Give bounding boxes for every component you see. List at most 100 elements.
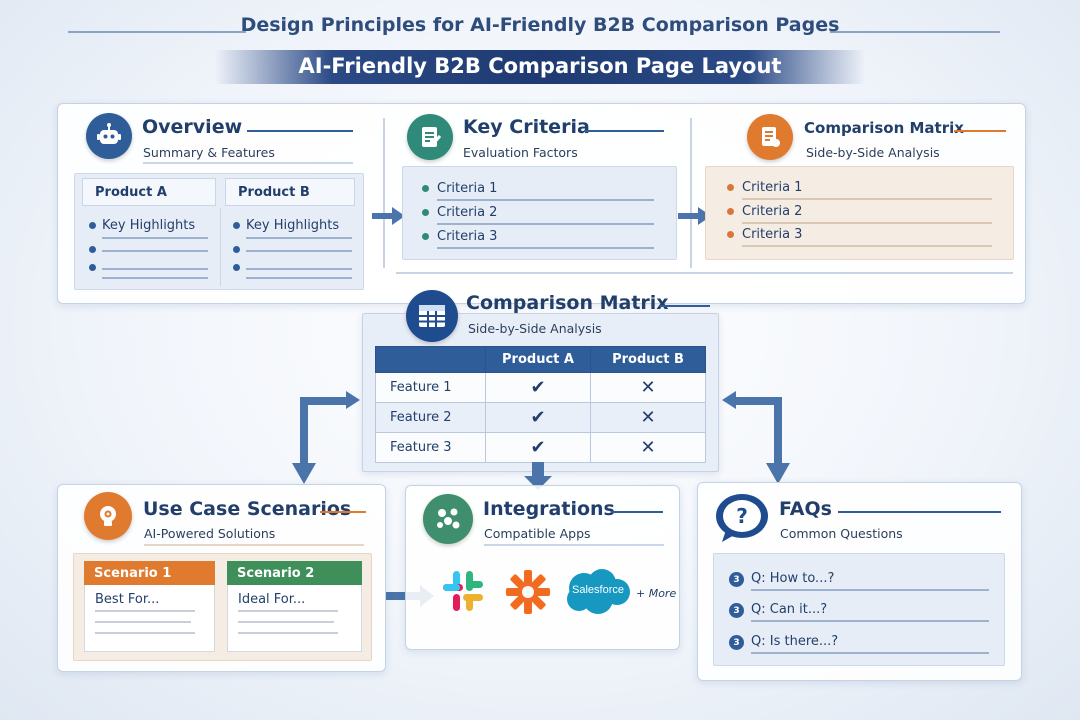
bullet-dot — [233, 246, 240, 253]
matrix-criteria-item: Criteria 2 — [742, 204, 803, 219]
subtitle-banner — [215, 50, 865, 84]
matrix-col-product-b: Product B — [590, 346, 706, 373]
criteria-item: Criteria 3 — [437, 229, 498, 244]
lightbulb-icon — [84, 492, 132, 540]
faq-question[interactable]: Q: Is there...? — [751, 634, 839, 649]
title-underline — [584, 130, 664, 132]
subtitle-underline — [144, 544, 364, 546]
bullet-dot — [89, 264, 96, 271]
page-title: Design Principles for AI-Friendly B2B Co… — [240, 14, 840, 36]
text-line — [102, 237, 208, 239]
table-icon — [406, 290, 458, 342]
criteria-item: Criteria 1 — [437, 181, 498, 196]
page-subtitle: AI-Friendly B2B Comparison Page Layout — [298, 54, 782, 78]
integrations-subtitle: Compatible Apps — [484, 526, 591, 541]
feature-label: Feature 3 — [375, 432, 486, 463]
scenario-1-header: Scenario 1 — [84, 561, 215, 585]
text-line — [437, 199, 654, 201]
title-underline — [954, 130, 1006, 132]
top-matrix-subtitle: Side-by-Side Analysis — [806, 145, 940, 160]
bullet-dot — [233, 264, 240, 271]
title-underline — [247, 130, 353, 132]
use-cases-title: Use Case Scenarios — [143, 498, 352, 520]
text-line — [95, 610, 195, 612]
title-underline — [838, 511, 1001, 513]
text-line — [751, 620, 989, 622]
text-line — [751, 652, 989, 654]
arrow-down-connector — [524, 462, 552, 490]
divider — [383, 118, 385, 268]
faqs-title: FAQs — [779, 498, 832, 520]
zapier-logo-icon — [506, 570, 550, 614]
divider-line — [396, 272, 1013, 274]
text-line — [437, 247, 654, 249]
key-criteria-subtitle: Evaluation Factors — [463, 145, 578, 160]
matrix-criteria-box — [705, 166, 1014, 260]
faq-question[interactable]: Q: How to...? — [751, 571, 835, 586]
comparison-matrix-table: Product A Product B Feature 1 ✔ ✕ Featur… — [375, 346, 706, 463]
criteria-item: Criteria 2 — [437, 205, 498, 220]
arrow-right-icon — [678, 207, 711, 225]
robot-icon — [86, 113, 132, 159]
text-line — [102, 250, 208, 252]
text-line — [95, 621, 191, 623]
title-underline — [611, 511, 663, 513]
arrow-right-connector — [722, 391, 790, 484]
header-line-right — [830, 31, 1000, 33]
bullet-dot — [422, 233, 429, 240]
matrix-criteria-item: Criteria 1 — [742, 180, 803, 195]
bullet-dot — [727, 184, 734, 191]
feature-label: Feature 1 — [375, 372, 486, 403]
arrow-left-connector — [292, 391, 360, 484]
scenario-2-header: Scenario 2 — [227, 561, 362, 585]
scenario-2-text: Ideal For... — [238, 592, 306, 607]
title-underline — [320, 511, 366, 513]
matrix-title: Comparison Matrix — [466, 292, 669, 314]
check-icon: ✔ — [485, 372, 591, 403]
faq-question[interactable]: Q: Can it...? — [751, 602, 828, 617]
criteria-box — [402, 166, 677, 260]
faq-number: 3 — [729, 603, 744, 618]
overview-title: Overview — [142, 116, 243, 138]
text-line — [246, 277, 352, 279]
text-line — [238, 621, 334, 623]
bullet-dot — [89, 222, 96, 229]
column-divider — [220, 208, 221, 286]
text-line — [742, 245, 992, 247]
cross-icon: ✕ — [590, 372, 706, 403]
chat-question-icon: ? — [714, 492, 770, 544]
text-line — [95, 632, 195, 634]
matrix-corner — [375, 346, 486, 373]
matrix-col-product-a: Product A — [485, 346, 591, 373]
subtitle-underline — [143, 162, 353, 164]
bullet-dot — [727, 231, 734, 238]
text-line — [437, 223, 654, 225]
text-line — [102, 277, 208, 279]
faq-box — [713, 553, 1005, 666]
bullet-dot — [89, 246, 96, 253]
faqs-subtitle: Common Questions — [780, 526, 903, 541]
table-row: Feature 1 ✔ ✕ — [375, 372, 706, 403]
bullet-dot — [233, 222, 240, 229]
product-b-header: Product B — [225, 178, 355, 206]
text-line — [246, 237, 352, 239]
text-line — [742, 222, 992, 224]
salesforce-label: Salesforce — [572, 584, 624, 596]
text-line — [102, 268, 208, 270]
product-a-header: Product A — [82, 178, 216, 206]
bullet-dot — [422, 209, 429, 216]
bullet-dot — [727, 208, 734, 215]
slack-logo-icon — [443, 571, 483, 611]
faq-number: 3 — [729, 572, 744, 587]
header-line-left — [68, 31, 246, 33]
key-highlights-b: Key Highlights — [246, 218, 340, 233]
use-cases-subtitle: AI-Powered Solutions — [144, 526, 276, 541]
subtitle-underline — [484, 544, 664, 546]
title-underline — [660, 305, 710, 307]
feature-label: Feature 2 — [375, 402, 486, 433]
cross-icon: ✕ — [590, 432, 706, 463]
text-line — [751, 589, 989, 591]
text-line — [238, 610, 338, 612]
faq-number: 3 — [729, 635, 744, 650]
text-line — [246, 250, 352, 252]
